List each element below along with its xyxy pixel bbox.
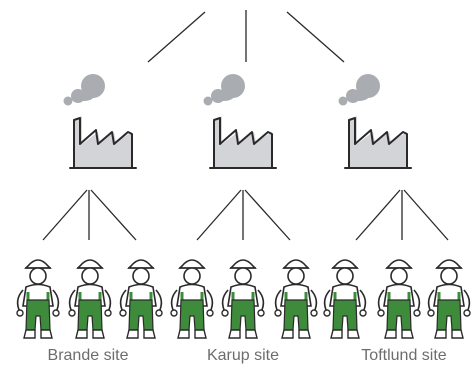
- worker-icon: [67, 258, 113, 340]
- worker-icon: [220, 258, 266, 340]
- connector-line: [147, 11, 206, 63]
- site-label-karup: Karup site: [206, 347, 280, 364]
- worker-icon: [322, 258, 368, 340]
- worker-icon: [273, 258, 319, 340]
- factory-icon: [202, 73, 277, 169]
- branch-connectors: [42, 189, 449, 241]
- site-label-toftlund: Toftlund site: [361, 347, 447, 364]
- factory-icon: [62, 73, 137, 169]
- factory-icon: [337, 73, 412, 169]
- worker-icon: [426, 258, 472, 340]
- worker-icon: [15, 258, 61, 340]
- worker-icon: [118, 258, 164, 340]
- connector-line: [286, 11, 345, 63]
- site-label-brande: Brande site: [47, 347, 129, 364]
- worker-icon: [169, 258, 215, 340]
- top-connectors: [147, 10, 345, 63]
- worker-icon: [376, 258, 422, 340]
